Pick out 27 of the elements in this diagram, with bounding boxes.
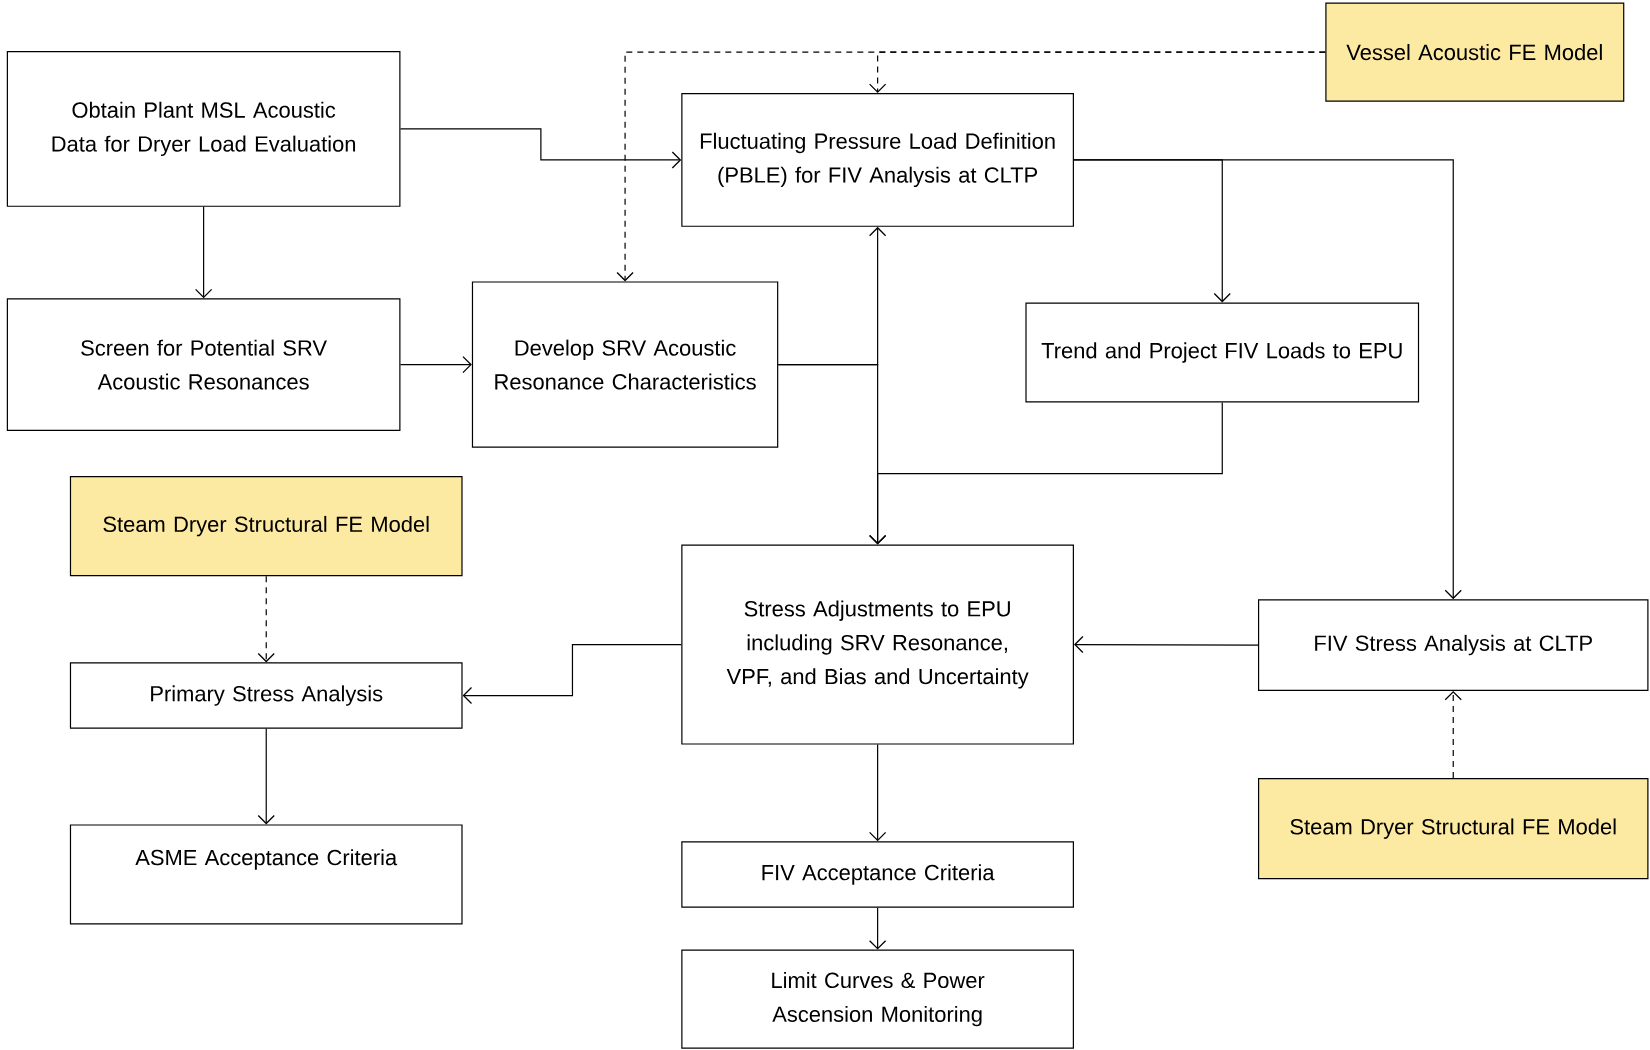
arrow — [194, 206, 213, 299]
arrow — [399, 128, 682, 169]
model-box: Vessel Acoustic FE Model — [1325, 2, 1625, 102]
arrow — [869, 401, 1223, 545]
process-box: Fluctuating Pressure Load Definition (PBLE) for FIV Analysis at CLTP — [681, 92, 1074, 227]
process-box: Obtain Plant MSL Acoustic Data for Dryer Load Evaluation — [6, 50, 401, 207]
arrow — [869, 743, 887, 842]
process-box: Primary Stress Analysis — [69, 662, 463, 729]
process-box: Stress Adjustments to EPU including SRV Resonance, VPF, and Bias and Uncertainty — [681, 544, 1074, 745]
process-box: FIV Stress Analysis at CLTP — [1258, 599, 1649, 691]
arrow — [616, 51, 1326, 282]
arrow — [257, 575, 275, 663]
process-box: FIV Acceptance Criteria — [681, 841, 1074, 908]
process-box: Develop SRV Acoustic Resonance Characteristics — [471, 281, 779, 448]
process-box: ASME Acceptance Criteria — [69, 824, 463, 925]
arrow — [1073, 159, 1462, 600]
arrow — [257, 728, 275, 825]
process-box: Limit Curves & Power Ascension Monitoring — [681, 949, 1074, 1049]
model-box: Steam Dryer Structural FE Model — [1258, 778, 1649, 880]
arrow — [399, 355, 472, 374]
arrow — [1073, 635, 1259, 654]
arrow — [462, 643, 682, 705]
model-box: Steam Dryer Structural FE Model — [69, 476, 463, 577]
arrow — [869, 906, 887, 950]
process-box: Screen for Potential SRV Acoustic Resonances — [6, 298, 401, 431]
process-box: Trend and Project FIV Loads to EPU — [1025, 302, 1420, 403]
arrow — [1444, 690, 1462, 779]
